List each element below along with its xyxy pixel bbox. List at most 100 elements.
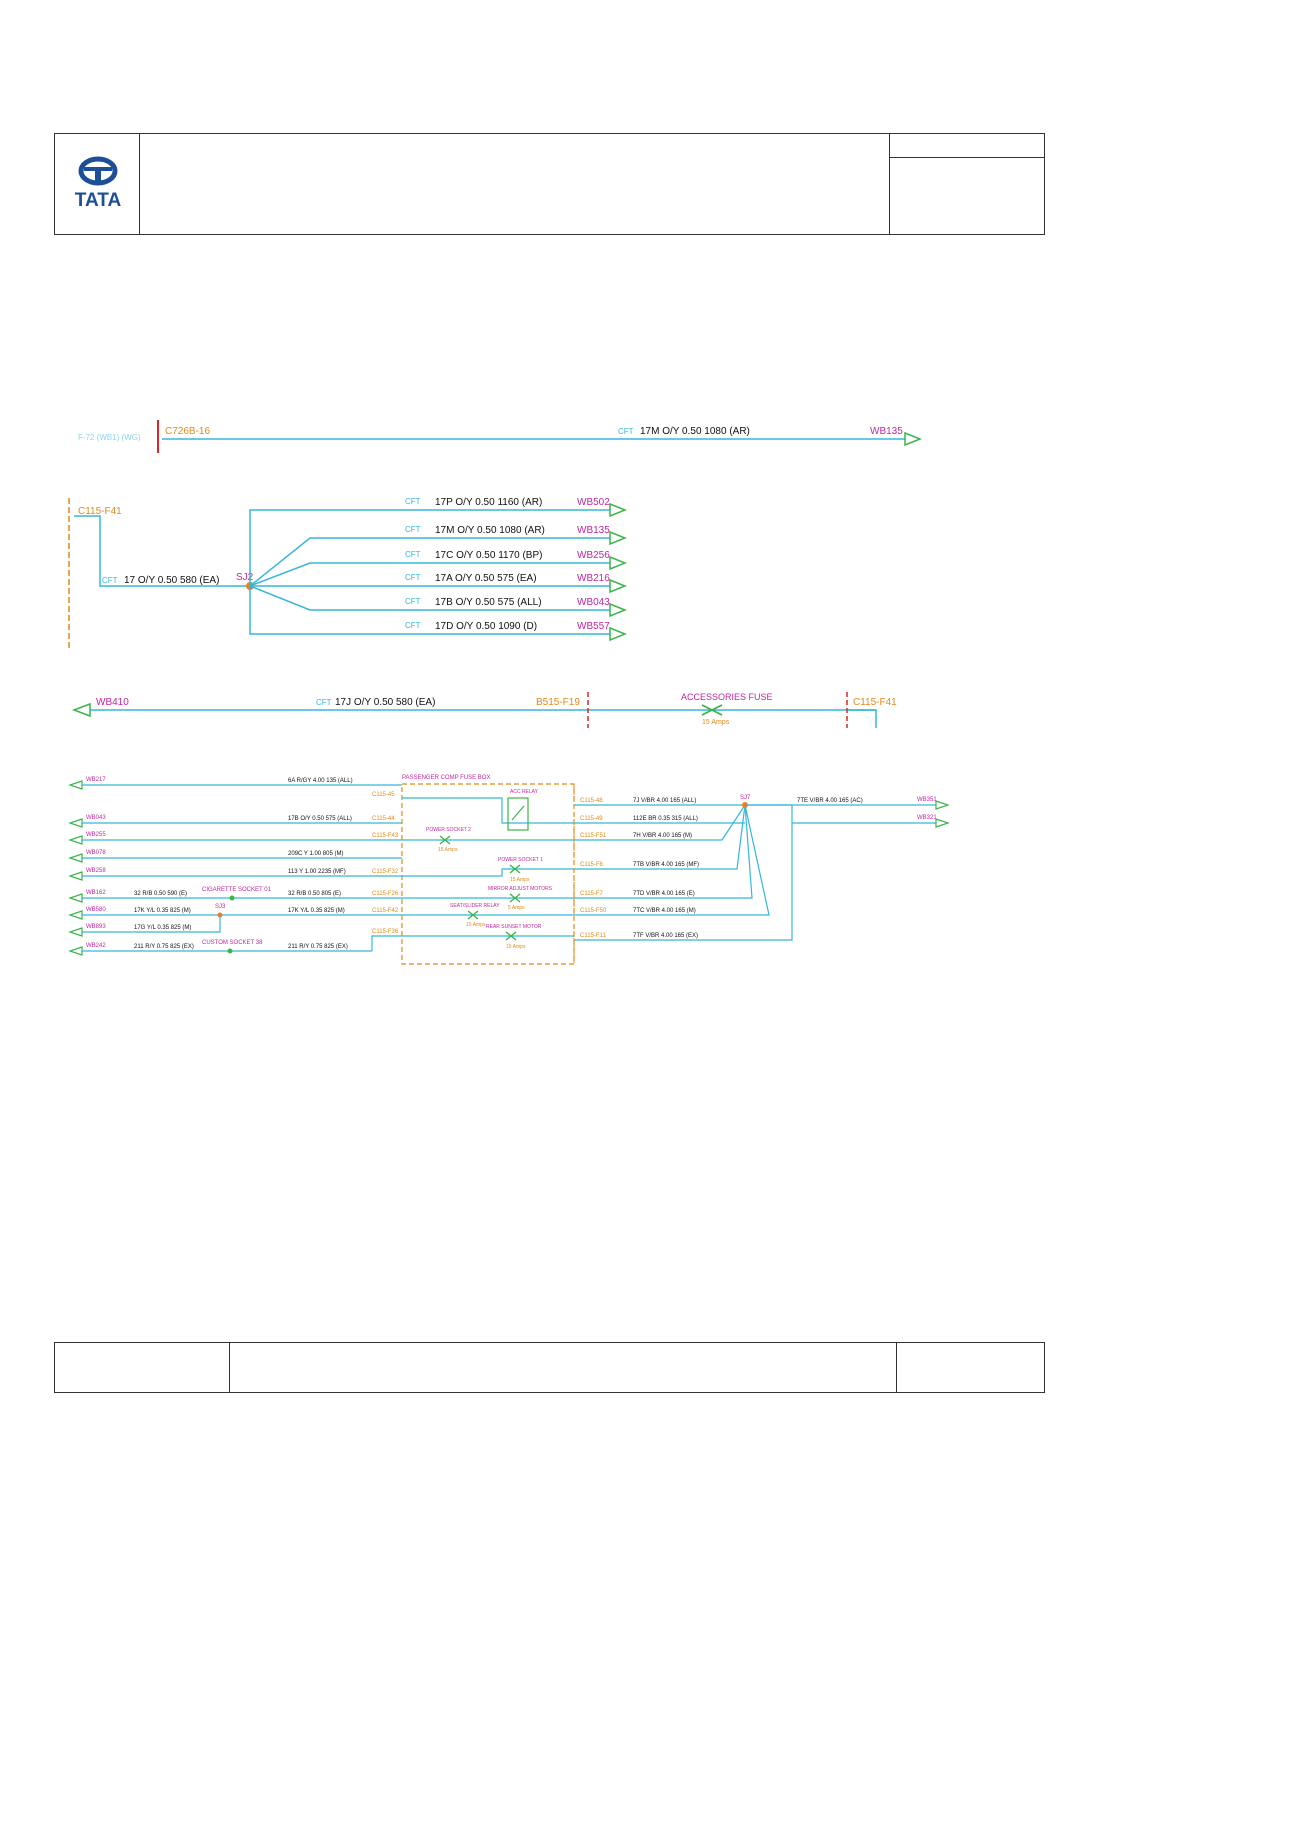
branch-wire-label: 17B O/Y 0.50 575 (ALL) <box>435 597 542 608</box>
row-wire-label: 209C Y 1.00 805 (M) <box>288 851 343 857</box>
diagram-2-feed-wire: 17 O/Y 0.50 580 (EA) <box>124 575 219 586</box>
row-destination: WB043 <box>86 815 106 821</box>
arrow-icon <box>609 602 628 618</box>
fuse-icon <box>505 931 517 941</box>
row-destination: WB242 <box>86 943 106 949</box>
branch-destination: WB043 <box>577 597 610 608</box>
splice-label: SJ7 <box>740 795 751 801</box>
fuse-box-internals: ACC RELAY POWER SOCKET 2 15 Amps POWER S… <box>402 789 574 950</box>
branch-wire-label: 17M O/Y 0.50 1080 (AR) <box>435 525 545 536</box>
row-wire-label: 211 R/Y 0.75 825 (EX) <box>288 944 348 950</box>
row-wire-label: 17G Y/L 0.35 825 (M) <box>134 925 191 931</box>
branch-destination: WB135 <box>577 525 610 536</box>
svg-text:CFT: CFT <box>316 698 332 707</box>
tata-logo: TATA <box>75 156 121 211</box>
row-extra-wire: 32 R/B 0.50 590 (E) <box>134 891 187 897</box>
arrow-icon <box>609 530 628 546</box>
arrow-icon <box>935 800 950 810</box>
branch-row: CFT 17A O/Y 0.50 575 (EA) WB216 <box>405 573 628 594</box>
diagram-1-source: C726B-16 <box>165 426 210 437</box>
fuse-label: ACCESSORIES FUSE <box>681 692 773 702</box>
arrow-icon <box>68 835 83 845</box>
output-wire-label: 7TE V/BR 4.00 165 (AC) <box>797 798 863 804</box>
component-rating: 15 Amps <box>510 877 530 883</box>
splice-label: SJ3 <box>215 904 226 910</box>
diagram-3-destination: WB410 <box>96 697 129 708</box>
relay-icon <box>507 797 529 831</box>
row-connector: C115-F43 <box>372 833 399 839</box>
diagram-1-faint-text: F-72 (WB1) (WG) <box>78 433 141 442</box>
diagram-2-source: C115-F41 <box>78 506 122 517</box>
row-connector: C115-45 <box>372 792 395 798</box>
arrow-icon <box>68 818 83 828</box>
component-label: REAR SUNSET MOTOR <box>486 924 542 930</box>
fuse-rating: 15 Amps <box>702 719 730 726</box>
left-wire-row: WB078 209C Y 1.00 805 (M) <box>68 850 402 863</box>
component-label: POWER SOCKET 1 <box>498 857 543 863</box>
row-connector: C115-F7 <box>580 891 604 897</box>
row-wire-label: 112E BR 0.35 315 (ALL) <box>633 816 698 822</box>
row-extra-label: CIGARETTE SOCKET 01 <box>202 887 272 893</box>
arrow-icon <box>609 502 628 518</box>
row-connector: C115-F42 <box>372 908 399 914</box>
branch-wire-label: 17A O/Y 0.50 575 (EA) <box>435 573 537 584</box>
row-connector: C115-48 <box>580 798 603 804</box>
component-rating: 15 Amps <box>466 922 486 928</box>
svg-text:CFT: CFT <box>405 597 421 606</box>
row-wire-label: 17K Y/L 0.35 825 (M) <box>288 908 345 914</box>
diagram-1: F-72 (WB1) (WG) C726B-16 CFT 17M O/Y 0.5… <box>78 420 923 453</box>
row-connector: C115-F50 <box>580 908 607 914</box>
fuse-icon <box>439 835 451 845</box>
arrow-icon <box>68 893 83 903</box>
header-right-divider <box>889 157 1045 158</box>
component-label: POWER SOCKET 2 <box>426 827 471 833</box>
arrow-icon <box>609 626 628 642</box>
branch-destination: WB557 <box>577 621 610 632</box>
svg-text:CFT: CFT <box>405 525 421 534</box>
socket-icon <box>227 948 233 954</box>
branch-wire-label: 17D O/Y 0.50 1090 (D) <box>435 621 537 632</box>
left-wire-row: WB242 211 R/Y 0.75 825 (EX) CUSTOM SOCKE… <box>68 929 402 956</box>
diagram-3-source: C115-F41 <box>853 697 897 708</box>
left-wire-row: WB580 17K Y/L 0.35 825 (M) SJ3 17K Y/L 0… <box>68 904 402 920</box>
logo-cell <box>54 133 140 235</box>
arrow-icon <box>68 853 83 863</box>
branch-destination: WB256 <box>577 550 610 561</box>
component-label: ACC RELAY <box>510 789 539 795</box>
component-rating: 15 Amps <box>506 944 526 950</box>
row-connector: C115-F11 <box>580 933 606 939</box>
row-destination: WB580 <box>86 907 106 913</box>
svg-text:CFT: CFT <box>405 573 421 582</box>
row-connector: C115-F26 <box>372 891 399 897</box>
arrow-icon <box>68 780 83 790</box>
branch-row: CFT 17C O/Y 0.50 1170 (BP) WB256 <box>405 550 628 571</box>
row-wire-label-left: 17K Y/L 0.35 825 (M) <box>134 908 191 914</box>
fuse-icon <box>467 910 479 920</box>
diagram-2-branches <box>249 509 610 635</box>
row-wire-label: 113 Y 1.00 2235 (MF) <box>288 869 346 875</box>
row-destination: WB078 <box>86 850 106 856</box>
svg-text:CFT: CFT <box>618 427 634 436</box>
fuse-icon <box>701 704 723 716</box>
row-wire-label: 7TC V/BR 4.00 165 (M) <box>633 908 696 914</box>
arrow-icon <box>68 910 83 920</box>
row-wire-label: 32 R/B 0.50 805 (E) <box>288 891 341 897</box>
left-wire-row: WB258 113 Y 1.00 2235 (MF) C115-F32 <box>68 868 402 881</box>
output-destination: WB351 <box>917 797 937 803</box>
row-connector: C115-F32 <box>372 869 399 875</box>
svg-text:CFT: CFT <box>405 621 421 630</box>
row-connector: C115-F51 <box>580 833 607 839</box>
component-label: SEAT/SLIDER RELAY <box>450 903 500 909</box>
footer-left-cell <box>54 1342 230 1393</box>
svg-text:CFT: CFT <box>405 550 421 559</box>
branch-row: CFT 17B O/Y 0.50 575 (ALL) WB043 <box>405 597 628 618</box>
component-rating: 15 Amps <box>438 847 458 853</box>
row-wire-label: 7TF V/BR 4.00 165 (EX) <box>633 933 698 939</box>
branch-row: CFT 17P O/Y 0.50 1160 (AR) WB502 <box>405 497 628 518</box>
socket-icon <box>229 895 235 901</box>
arrow-icon <box>609 555 628 571</box>
row-destination: WB258 <box>86 868 106 874</box>
row-wire-label: 7TB V/BR 4.00 165 (MF) <box>633 862 699 868</box>
row-destination: WB217 <box>86 777 106 783</box>
right-wire-rows: C115-48 7J V/BR 4.00 165 (ALL) C115-49 1… <box>573 784 793 964</box>
